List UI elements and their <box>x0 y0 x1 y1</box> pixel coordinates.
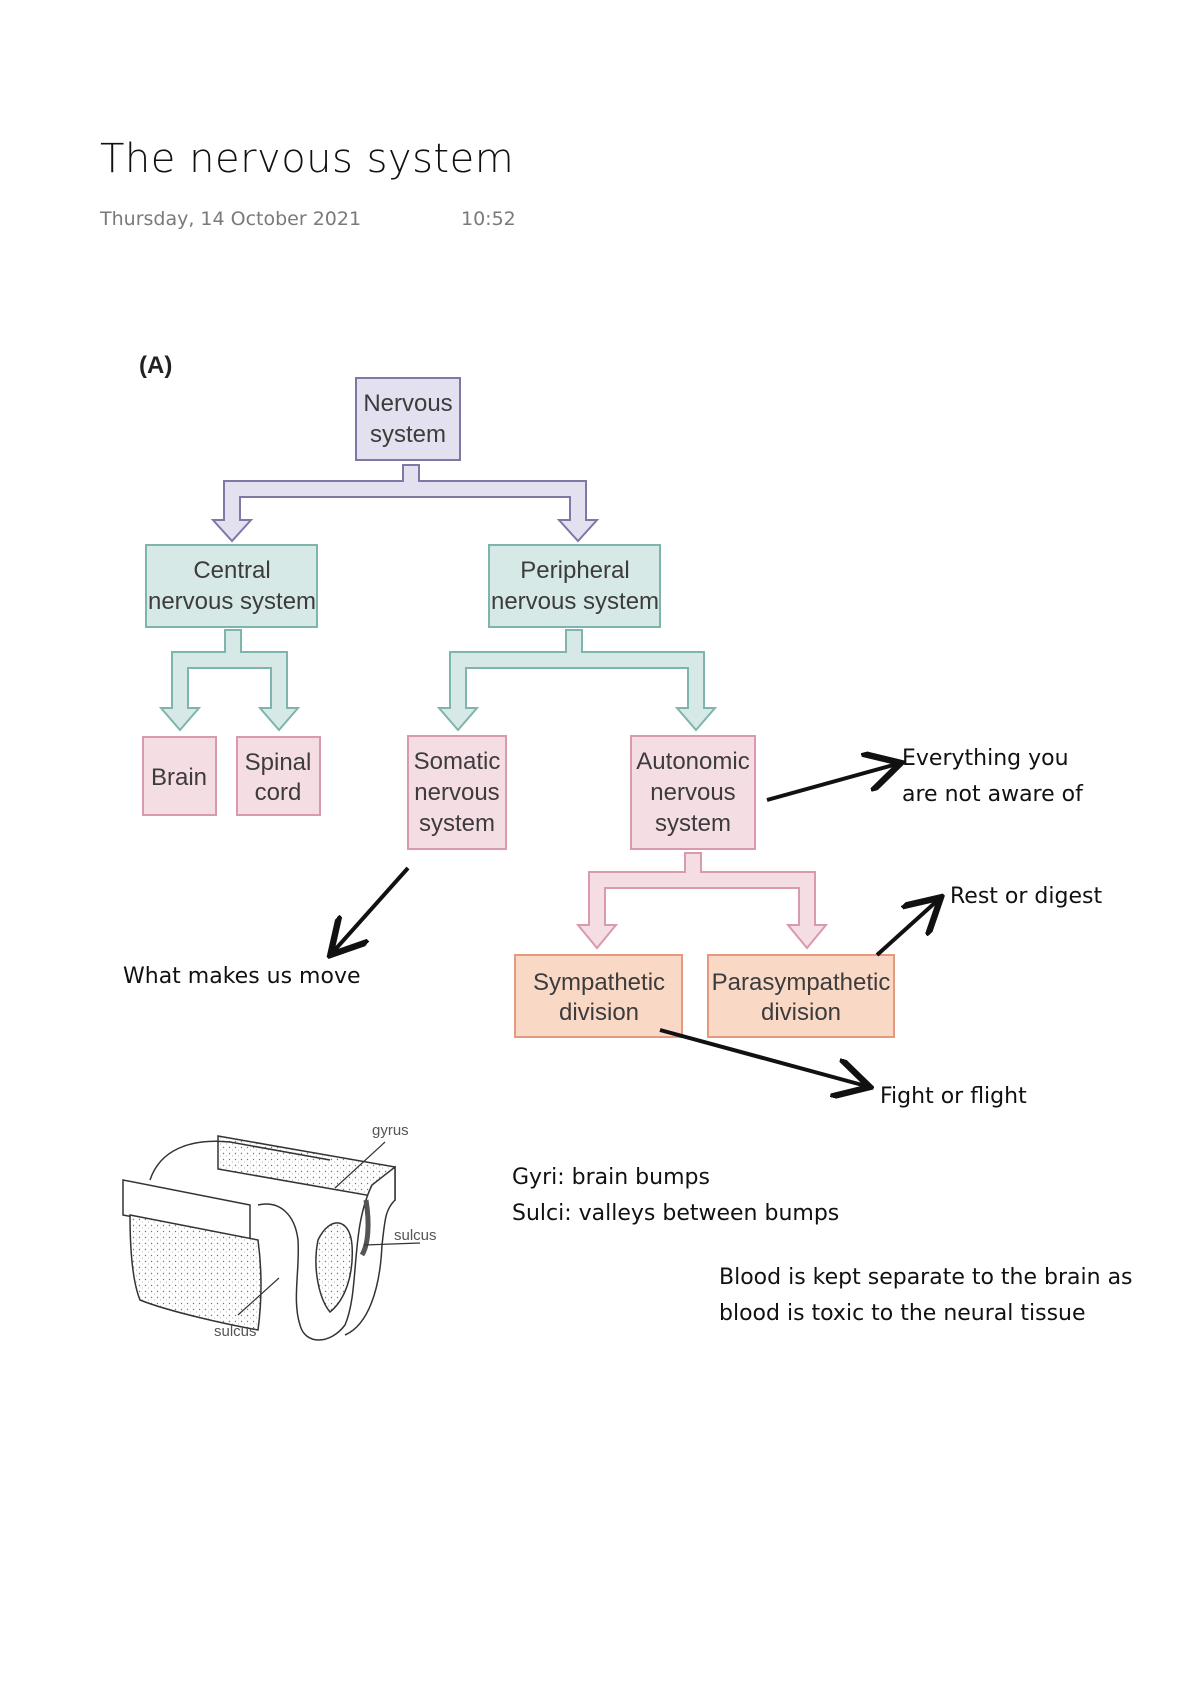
svg-text:system: system <box>370 421 446 448</box>
node-somatic-nervous-system: Somatic nervous system <box>407 735 507 850</box>
svg-text:division: division <box>761 999 841 1026</box>
node-autonomic-nervous-system: Autonomic nervous system <box>630 735 756 850</box>
svg-text:system: system <box>419 810 495 837</box>
svg-text:system: system <box>655 810 731 837</box>
connector-cns-to-children <box>158 629 301 732</box>
annotation-sympathetic: Fight or flight <box>880 1084 1027 1109</box>
svg-text:division: division <box>559 999 639 1026</box>
svg-text:cord: cord <box>255 779 302 806</box>
connector-pns-to-children <box>436 629 718 732</box>
page-title: The nervous system <box>100 136 515 182</box>
node-central-nervous-system: Central nervous system <box>145 544 318 628</box>
node-parasympathetic-division: Parasympathetic division <box>707 954 895 1038</box>
node-nervous-system: Nervous system <box>355 377 461 461</box>
arrow-autonomic-annotation <box>766 764 897 802</box>
svg-text:nervous: nervous <box>650 779 735 806</box>
annotation-somatic: What makes us move <box>123 964 361 989</box>
svg-text:nervous system: nervous system <box>148 588 316 615</box>
svg-text:Somatic: Somatic <box>414 748 501 775</box>
gyrus-sulcus-illustration: gyrus sulcus sulcus <box>122 1122 437 1341</box>
svg-text:Central: Central <box>193 557 270 584</box>
note-blood-line2: blood is toxic to the neural tissue <box>719 1301 1086 1326</box>
node-peripheral-nervous-system: Peripheral nervous system <box>488 544 661 628</box>
note-gyri: Gyri: brain bumps <box>512 1165 710 1190</box>
node-spinal-cord: Spinal cord <box>236 736 321 816</box>
page-time: 10:52 <box>461 208 516 230</box>
node-brain: Brain <box>142 736 217 816</box>
page-date: Thursday, 14 October 2021 <box>100 208 362 230</box>
svg-text:Sympathetic: Sympathetic <box>533 969 665 996</box>
svg-text:Spinal: Spinal <box>245 749 312 776</box>
connector-autonomic-to-divisions <box>575 852 829 950</box>
sulcus-label-right: sulcus <box>394 1227 437 1244</box>
svg-text:nervous: nervous <box>414 779 499 806</box>
connector-nervous-to-divisions <box>210 464 600 543</box>
node-sympathetic-division: Sympathetic division <box>514 954 683 1038</box>
note-blood-line1: Blood is kept separate to the brain as <box>719 1265 1133 1290</box>
svg-text:nervous system: nervous system <box>491 588 659 615</box>
sulcus-label-bottom: sulcus <box>214 1323 257 1340</box>
svg-text:Autonomic: Autonomic <box>636 748 749 775</box>
arrow-parasympathetic-annotation <box>875 900 938 957</box>
svg-text:Nervous: Nervous <box>363 390 452 417</box>
svg-text:Peripheral: Peripheral <box>520 557 629 584</box>
annotation-autonomic-line1: Everything you <box>902 746 1069 771</box>
arrow-somatic-annotation <box>333 866 410 952</box>
figure-label: (A) <box>139 352 172 379</box>
svg-text:Parasympathetic: Parasympathetic <box>712 969 891 996</box>
note-sulci: Sulci: valleys between bumps <box>512 1201 840 1226</box>
arrow-sympathetic-annotation <box>659 1028 866 1086</box>
svg-text:Brain: Brain <box>151 764 207 791</box>
annotation-parasympathetic: Rest or digest <box>950 884 1102 909</box>
gyrus-label: gyrus <box>372 1122 409 1139</box>
annotation-autonomic-line2: are not aware of <box>902 782 1084 807</box>
